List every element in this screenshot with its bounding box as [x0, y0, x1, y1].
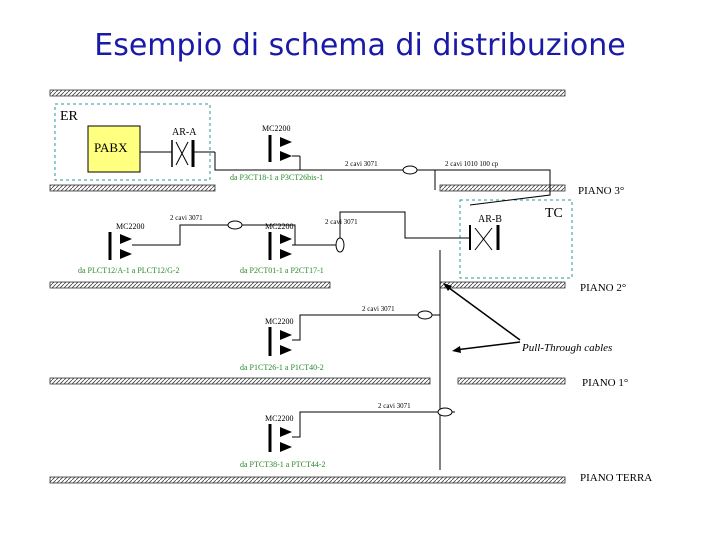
- mc-mid-label: MC2200: [265, 222, 293, 231]
- cable-marker-c1: [402, 165, 418, 175]
- wire-to-ar-b: [292, 211, 470, 246]
- cable-label-c3: 2 cavi 3071: [170, 214, 203, 222]
- mc-left: [108, 232, 132, 260]
- mc-p1-label: MC2200: [265, 414, 293, 423]
- wire-mc-p1: [292, 411, 455, 438]
- range-label-rt: da PTCT38-1 a PTCT44-2: [240, 460, 326, 469]
- cable-label-c1: 2 cavi 3071: [345, 160, 378, 168]
- pabx-box: [87, 125, 141, 173]
- wire-mc-mid: [242, 224, 296, 245]
- floor-slab-2-right: [439, 281, 566, 289]
- rack-ar-a: [140, 140, 215, 167]
- range-label-r3: da P3CT18-1 a P3CT26bis-1: [230, 173, 323, 182]
- mc-top-label: MC2200: [262, 124, 290, 133]
- pull-through-arrow-2: [454, 341, 521, 351]
- cable-label-c4: 2 cavi 3071: [325, 218, 358, 226]
- floor-label-2: PIANO 2°: [580, 282, 626, 294]
- range-label-r1: da P1CT26-1 a P1CT40-2: [240, 363, 324, 372]
- cable-label-c2: 2 cavi 1010 100 cp: [445, 160, 499, 168]
- cable-marker-c4: [335, 237, 345, 253]
- wire-mc-p2: [292, 314, 440, 341]
- floor-slab-3-right: [439, 184, 566, 192]
- floor-slab-1-left: [49, 377, 431, 385]
- mc-top: [268, 135, 292, 162]
- mc-p1: [268, 424, 292, 452]
- pabx-label: PABX: [94, 140, 128, 155]
- mc-p2: [268, 327, 292, 356]
- cable-marker-c3: [227, 220, 243, 230]
- mc-left-label: MC2200: [116, 222, 144, 231]
- rack-ar-b-label: AR-B: [478, 214, 502, 225]
- floor-slab-ground: [49, 476, 566, 484]
- page-title: Esempio di schema di distribuzione: [94, 28, 626, 63]
- cable-label-c6: 2 cavi 3071: [378, 402, 411, 410]
- floor-label-3: PIANO 3°: [578, 185, 624, 197]
- cable-label-c5: 2 cavi 3071: [362, 305, 395, 313]
- cable-marker-c5: [417, 310, 433, 320]
- room-er-label: ER: [60, 109, 79, 124]
- floor-slab-top: [49, 89, 566, 97]
- room-tc: [459, 199, 573, 279]
- room-er: [54, 103, 211, 181]
- range-label-r2b: da P2CT01-1 a P2CT17-1: [240, 266, 324, 275]
- wire-pabx-main: [214, 152, 436, 190]
- floor-slab-1-right: [457, 377, 566, 385]
- wire-mc-left: [132, 224, 235, 246]
- mc-p2-label: MC2200: [265, 317, 293, 326]
- pull-through-arrow-1: [444, 284, 521, 341]
- cable-marker-c6: [437, 407, 453, 417]
- room-tc-label: TC: [545, 206, 563, 221]
- floor-label-1: PIANO 1°: [582, 377, 628, 389]
- pull-through-label: Pull-Through cables: [521, 342, 612, 354]
- wire-to-tc: [435, 169, 551, 206]
- range-label-r2a: da PLCT12/A-1 a PLCT12/G-2: [78, 266, 180, 275]
- mc-mid: [268, 232, 292, 260]
- floor-slab-2-left: [49, 281, 331, 289]
- floor-slab-3-left: [49, 184, 216, 192]
- rack-ar-a-label: AR-A: [172, 127, 197, 138]
- rack-ar-b: [469, 225, 500, 251]
- floor-label-ground: PIANO TERRA: [580, 472, 652, 484]
